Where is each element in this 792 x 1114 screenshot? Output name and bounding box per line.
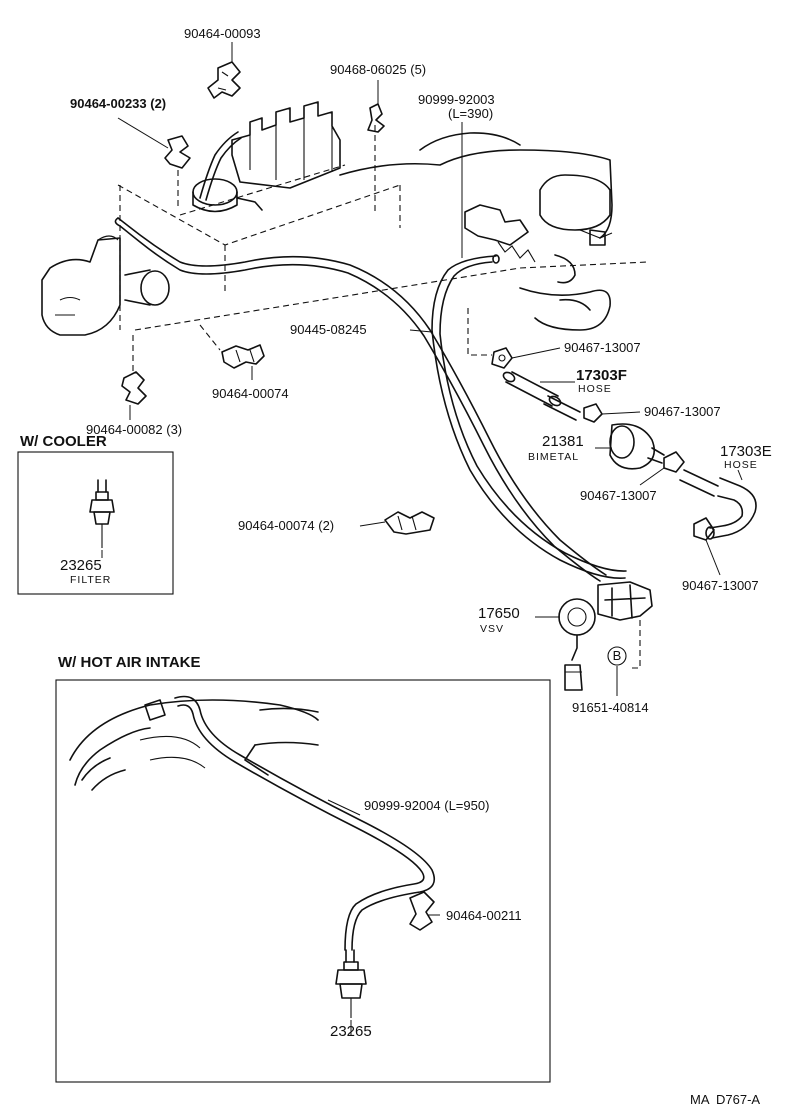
clamp-90464-00082 <box>121 371 147 405</box>
clamp-90468-06025 <box>367 103 385 133</box>
leader-lines <box>101 42 743 1035</box>
label-90999-92004: 90999-92004 (L=950) <box>364 798 489 813</box>
label-90445-08245: 90445-08245 <box>290 322 367 337</box>
label-21381: 21381 <box>542 433 584 450</box>
clamp-90464-00074-top <box>221 344 265 369</box>
label-90467-13007-d: 90467-13007 <box>682 578 759 593</box>
clamp-90464-00074-bottom <box>384 511 435 535</box>
hot-air-title: W/ HOT AIR INTAKE <box>58 654 201 671</box>
label-17303e: 17303E <box>720 443 772 460</box>
label-90464-00233: 90464-00233 (2) <box>70 96 166 111</box>
label-90468-06025: 90468-06025 (5) <box>330 62 426 77</box>
hose-17303f <box>502 371 581 421</box>
cooler-box <box>17 451 174 595</box>
label-17303f: 17303F <box>576 367 627 384</box>
vsv-17650 <box>558 581 653 691</box>
label-90467-13007-c: 90467-13007 <box>580 488 657 503</box>
label-17650-vsv: VSV <box>480 623 504 635</box>
label-90464-00211: 90464-00211 <box>446 908 522 923</box>
label-91651-40814: 91651-40814 <box>572 700 649 715</box>
label-90999-92003: 90999-92003 <box>418 92 495 107</box>
marker-b-letter: B <box>613 648 622 663</box>
clip-90467-13007-b <box>583 403 603 423</box>
label-90464-00074-2: 90464-00074 (2) <box>238 518 334 533</box>
label-90464-00093: 90464-00093 <box>184 26 261 41</box>
label-90464-00082: 90464-00082 (3) <box>86 422 182 437</box>
clamp-90464-00093 <box>207 61 241 99</box>
label-23265-filter: FILTER <box>70 574 111 586</box>
label-90999-92003-length: (L=390) <box>448 106 493 121</box>
vacuum-pipes <box>114 131 627 582</box>
label-90464-00074: 90464-00074 <box>212 386 289 401</box>
label-21381-bimetal: BIMETAL <box>528 451 579 463</box>
hot-air-illustration <box>69 695 436 1018</box>
clip-90467-13007-c <box>663 451 685 473</box>
cooler-title: W/ COOLER <box>20 433 107 450</box>
reference-code: MA D767-A <box>690 1092 760 1107</box>
label-17650: 17650 <box>478 605 520 622</box>
bimetal-21381 <box>609 423 665 470</box>
clamp-90464-00233 <box>164 135 191 169</box>
engine-illustration <box>41 101 649 375</box>
marker-b: B <box>607 646 627 666</box>
label-23265-cooler: 23265 <box>60 557 102 574</box>
label-17303e-hose: HOSE <box>724 459 758 471</box>
hose-17303e <box>679 469 757 540</box>
label-90467-13007-b: 90467-13007 <box>644 404 721 419</box>
clip-90467-13007-d <box>693 517 715 541</box>
hot-air-box <box>55 679 551 1083</box>
clip-90467-13007-a <box>491 347 513 369</box>
label-90467-13007-a: 90467-13007 <box>564 340 641 355</box>
filter-23265-cooler <box>89 479 115 548</box>
label-17303f-hose: HOSE <box>578 383 612 395</box>
label-23265-hot-air: 23265 <box>330 1023 372 1040</box>
